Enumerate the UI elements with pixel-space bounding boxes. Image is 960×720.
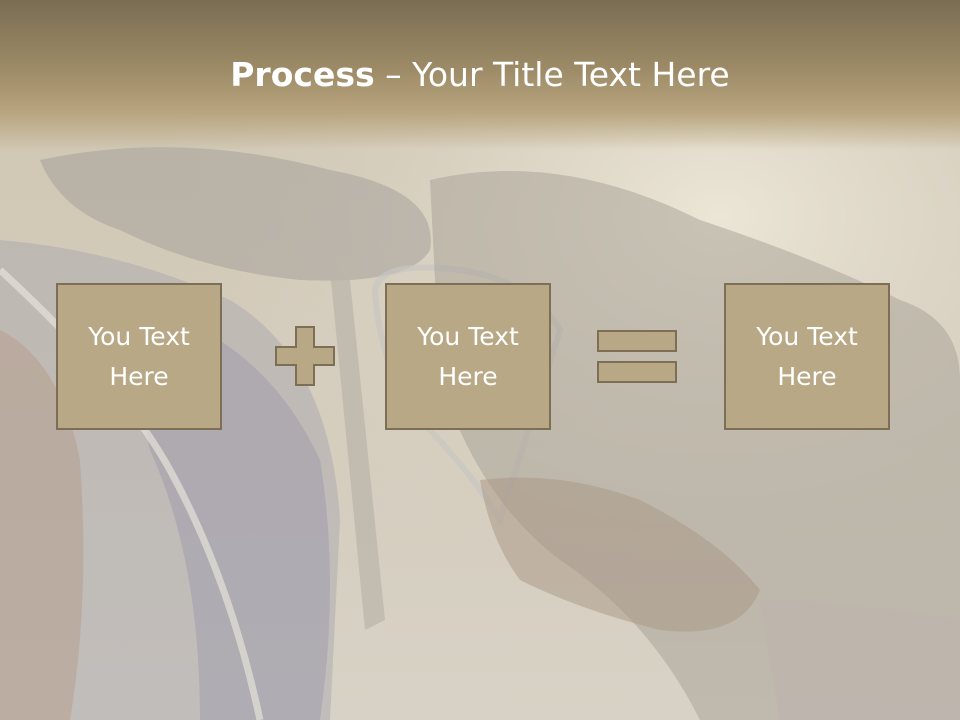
text-box-2-label: You Text Here [417,321,519,391]
title-bold: Process [230,55,375,94]
text-box-3[interactable]: You Text Here [724,283,890,430]
plus-icon [275,326,335,386]
slide-title: Process – Your Title Text Here [0,52,960,98]
text-box-3-label: You Text Here [756,321,858,391]
header-band [0,0,960,150]
text-box-1[interactable]: You Text Here [56,283,222,430]
text-box-1-label: You Text Here [88,321,190,391]
title-rest: – Your Title Text Here [374,55,730,94]
equals-icon [597,330,677,383]
text-box-2[interactable]: You Text Here [385,283,551,430]
